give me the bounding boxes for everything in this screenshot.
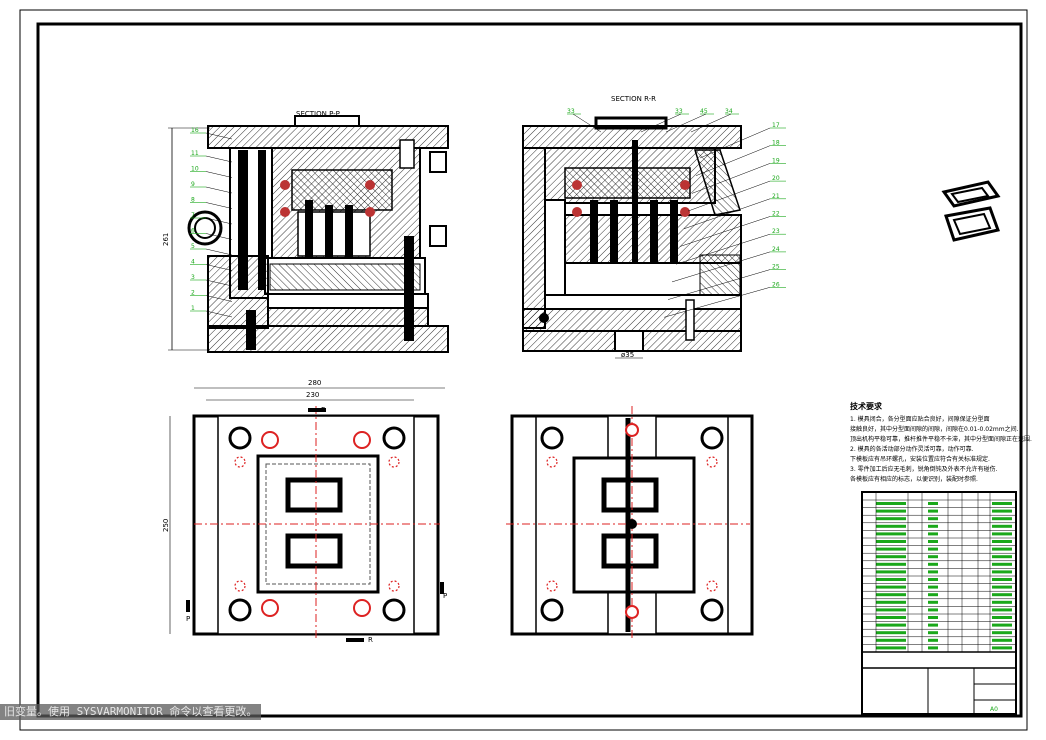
tech-note-line: 下模板应有吊环螺孔，安装位置应符合有关标准规定. [850, 456, 990, 463]
part-balloon: 11 [190, 150, 233, 163]
dim-bore: ø35 [615, 351, 643, 359]
left-part-balloons: 16 11 10 9 8 7 6 5 4 3 2 1 [190, 127, 233, 318]
title-block: A0 [861, 491, 1017, 715]
part-balloon: 7 [190, 212, 233, 225]
technical-requirements: 技术要求 1. 模具闭合，各分型面应贴合良好，间隙保证分型面 接触良好，其中分型… [850, 401, 1032, 485]
svg-text:250: 250 [162, 519, 170, 532]
svg-text:8: 8 [191, 197, 195, 204]
part-balloon: 26 [663, 281, 786, 318]
part-balloon: 20 [687, 175, 786, 212]
right-part-balloons: 33 33 45 34 17 18 19 20 21 22 23 24 25 26 [567, 108, 786, 318]
outer-frame [19, 9, 1028, 731]
svg-text:16: 16 [191, 127, 199, 134]
part-balloon: 22 [679, 211, 786, 247]
part-balloon: 5 [190, 243, 233, 256]
part-balloon: 34 [690, 108, 739, 133]
svg-text:21: 21 [772, 193, 780, 200]
svg-text:9: 9 [191, 181, 195, 188]
part-balloon: 19 [691, 157, 786, 194]
svg-text:1: 1 [191, 305, 195, 312]
inner-frame [36, 22, 1023, 718]
tech-note-line: 接触良好，其中分型面间隙的间隙，间隙在0.01-0.02mm之间. [850, 426, 1019, 433]
dim-width-inner: 230 [306, 391, 319, 399]
dim-plan-height: 250 [162, 416, 171, 634]
svg-text:ø35: ø35 [621, 351, 634, 359]
tech-note-line: 顶出机构平稳可靠，推杆推件平稳不卡滞，其中分型面间隙正在范围. [850, 436, 1032, 443]
part-balloon: 8 [190, 197, 233, 209]
part-balloon: 4 [190, 259, 233, 271]
svg-text:R: R [321, 406, 326, 414]
product-iso-view [941, 180, 1001, 242]
part-balloon: 17 [699, 122, 786, 159]
svg-text:5: 5 [191, 243, 195, 250]
tech-note-line: 3. 零件加工后应无毛刺，锐角倒钝及外表不允许有碰伤. [850, 466, 998, 473]
tech-note-line: 各模板应有相应的标志，以便识别，装配时参照. [850, 476, 978, 483]
svg-text:7: 7 [191, 212, 195, 219]
svg-text:R: R [368, 636, 373, 644]
part-balloon: 25 [667, 264, 786, 300]
tech-note-line: 1. 模具闭合，各分型面应贴合良好，间隙保证分型面 [850, 416, 990, 423]
svg-text:P: P [186, 615, 190, 623]
part-balloon: 18 [695, 140, 786, 176]
svg-text:11: 11 [191, 150, 199, 157]
svg-text:20: 20 [772, 175, 780, 182]
svg-text:22: 22 [772, 211, 780, 218]
svg-text:24: 24 [772, 246, 780, 253]
svg-text:34: 34 [725, 108, 733, 115]
part-balloon: 33 [640, 108, 689, 133]
part-balloon: 23 [675, 228, 786, 265]
plan-view-right [506, 406, 754, 640]
svg-text:4: 4 [191, 259, 195, 266]
dim-left-height: 2 6 1 [162, 127, 210, 351]
part-balloon: 2 [190, 290, 233, 302]
section-title-left: SECTION P-P [296, 110, 340, 118]
svg-text:25: 25 [772, 264, 780, 271]
part-balloon: 45 [665, 108, 714, 133]
part-balloon: 24 [671, 246, 786, 283]
svg-text:19: 19 [772, 157, 780, 164]
svg-text:2: 2 [191, 290, 195, 297]
svg-text:P: P [443, 592, 447, 600]
svg-text:17: 17 [772, 122, 780, 129]
svg-text:10: 10 [191, 166, 199, 173]
part-balloon: 6 [190, 228, 233, 240]
svg-text:23: 23 [772, 228, 780, 235]
section-rr-view [522, 116, 742, 352]
svg-text:A0: A0 [990, 706, 998, 713]
section-pp-view [187, 115, 449, 353]
svg-text:6: 6 [191, 228, 195, 235]
svg-text:33: 33 [567, 108, 575, 115]
svg-text:3: 3 [191, 274, 195, 281]
svg-text:45: 45 [700, 108, 708, 115]
dim-width-outer: 280 [308, 379, 321, 387]
part-balloon: 10 [190, 166, 233, 178]
svg-text:26: 26 [772, 281, 780, 288]
part-balloon: 33 [567, 108, 602, 133]
tech-notes-title: 技术要求 [850, 402, 882, 411]
part-balloon: 3 [190, 274, 233, 287]
svg-text:261: 261 [162, 233, 170, 246]
part-balloon: 1 [190, 305, 233, 318]
tech-note-line: 2. 模具的各活动部分动作灵活可靠，动作可靠. [850, 446, 974, 453]
command-line-output: 旧变量。使用 SYSVARMONITOR 命令以查看更改。 [0, 704, 262, 720]
svg-text:33: 33 [675, 108, 683, 115]
svg-text:18: 18 [772, 140, 780, 147]
part-balloon: 21 [683, 193, 786, 230]
plan-view-left: R R P P [186, 387, 447, 644]
section-title-right: SECTION R-R [611, 95, 656, 103]
part-balloon: 16 [190, 127, 233, 140]
part-balloon: 9 [190, 181, 233, 194]
